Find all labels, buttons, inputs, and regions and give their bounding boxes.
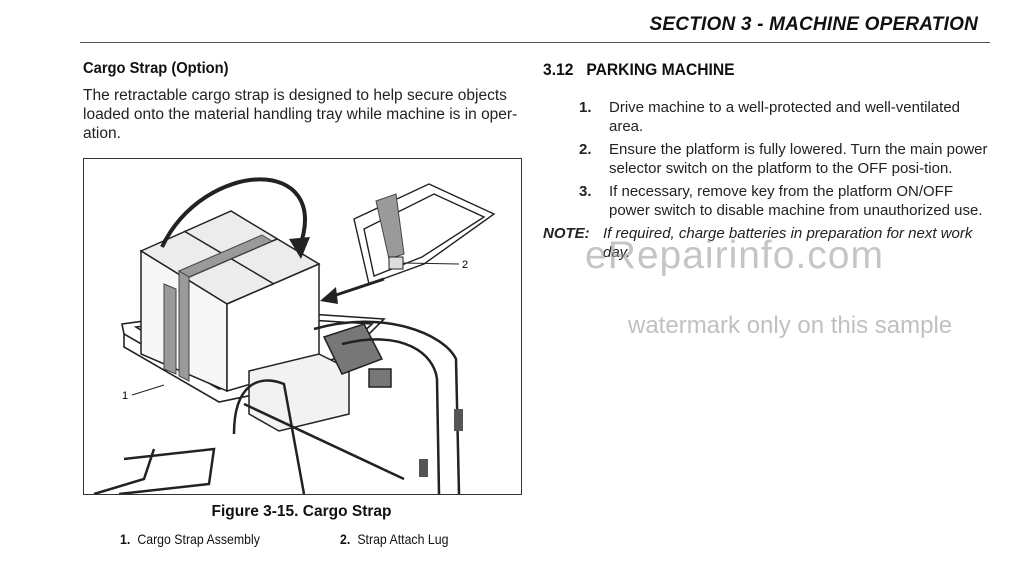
cargo-strap-intro: The retractable cargo strap is designed … bbox=[83, 87, 518, 142]
note-block: NOTE: If required, charge batteries in p… bbox=[543, 224, 993, 262]
strap-attach-lug bbox=[388, 256, 404, 270]
callout-1: 1 bbox=[122, 390, 128, 402]
railing-brackets bbox=[419, 409, 463, 477]
note-label: NOTE: bbox=[543, 225, 590, 242]
rotate-arrow-head bbox=[289, 237, 310, 259]
platform-railings bbox=[93, 320, 461, 494]
step-text: If necessary, remove key from the platfo… bbox=[609, 183, 983, 219]
legend-item-1: 1. Cargo Strap Assembly bbox=[120, 531, 260, 547]
header-rule bbox=[80, 42, 990, 43]
legend-item-2: 2. Strap Attach Lug bbox=[340, 531, 448, 547]
control-console bbox=[248, 323, 392, 432]
rotate-arrow bbox=[160, 177, 307, 250]
cargo-strap-illustration: 2 1 bbox=[93, 177, 496, 494]
section-header: SECTION 3 - MACHINE OPERATION bbox=[0, 0, 1024, 43]
legend-item-1-number: 1. bbox=[120, 531, 131, 547]
callout-2-leader bbox=[402, 262, 460, 265]
callout-2: 2 bbox=[462, 259, 468, 271]
legend-item-2-number: 2. bbox=[340, 531, 351, 547]
parking-machine-heading: 3.12 PARKING MACHINE bbox=[543, 60, 957, 80]
pointer-arrow-head bbox=[320, 287, 338, 304]
parking-steps-list: 1. Drive machine to a well-protected and… bbox=[543, 98, 993, 220]
note-text: If required, charge batteries in prepara… bbox=[603, 225, 973, 261]
list-item: 1. Drive machine to a well-protected and… bbox=[543, 98, 993, 136]
section-title: SECTION 3 - MACHINE OPERATION bbox=[649, 14, 978, 35]
step-text: Drive machine to a well-protected and we… bbox=[609, 99, 961, 135]
cargo-strap bbox=[163, 234, 274, 382]
watermark-site: eRepairinfo.com bbox=[585, 234, 884, 277]
step-number: 1. bbox=[579, 99, 592, 116]
section-number: 3.12 bbox=[543, 60, 574, 79]
list-item: 2. Ensure the platform is fully lowered.… bbox=[543, 140, 993, 178]
strap-detail bbox=[375, 193, 405, 260]
detail-inset bbox=[353, 183, 496, 285]
legend-item-2-label: Strap Attach Lug bbox=[357, 531, 449, 547]
section-heading: PARKING MACHINE bbox=[586, 60, 735, 79]
legend-item-1-label: Cargo Strap Assembly bbox=[137, 531, 260, 547]
callout-1-leader bbox=[131, 384, 165, 396]
step-number: 2. bbox=[579, 141, 592, 158]
right-column: 3.12 PARKING MACHINE 1. Drive machine to … bbox=[543, 56, 993, 262]
step-number: 3. bbox=[579, 183, 592, 200]
step-text: Ensure the platform is fully lowered. Tu… bbox=[609, 141, 988, 177]
list-item: 3. If necessary, remove key from the pla… bbox=[543, 182, 993, 220]
left-column: Cargo Strap (Option) The retractable car… bbox=[83, 56, 528, 143]
cargo-strap-heading: Cargo Strap (Option) bbox=[83, 60, 229, 77]
figure-cargo-strap: 2 1 bbox=[83, 158, 522, 495]
figure-caption: Figure 3-15. Cargo Strap bbox=[211, 503, 392, 520]
watermark-sample-note: watermark only on this sample bbox=[628, 312, 953, 339]
